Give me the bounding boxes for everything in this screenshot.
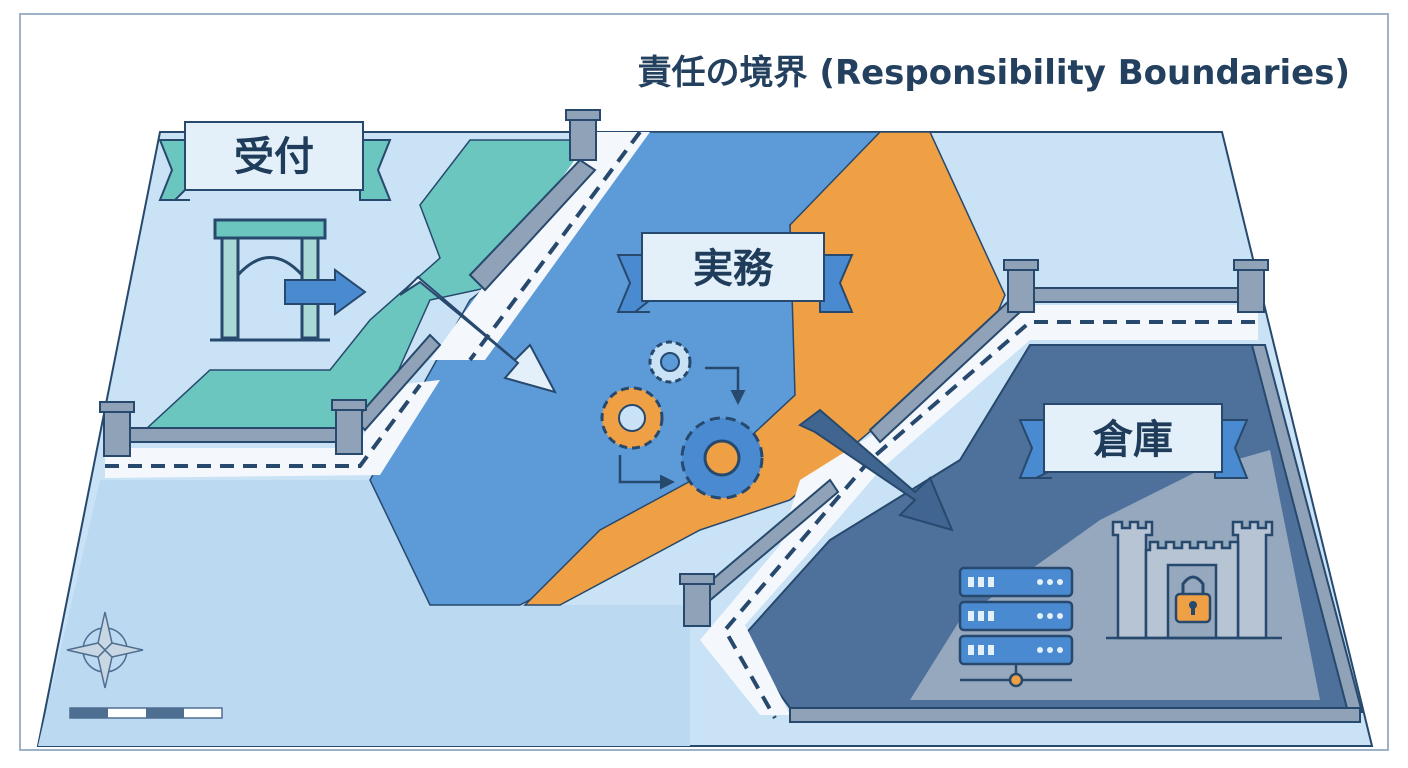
gear-icon — [600, 340, 764, 500]
warehouse-banner: 倉庫 — [1018, 403, 1249, 479]
flow-arrow-reception-to-operations — [399, 275, 557, 394]
watchtower-icon — [99, 109, 1269, 627]
server-rack-icon — [958, 566, 1074, 688]
road-lower-dashes — [722, 320, 1255, 719]
road-upper-dashes — [468, 130, 642, 362]
reception-walls — [114, 158, 597, 443]
padlock-icon — [1174, 575, 1212, 624]
castle-icon — [1106, 520, 1282, 640]
diagram-title: 責任の境界 (Responsibility Boundaries) — [638, 53, 1350, 93]
flow-arrow-operations-to-warehouse — [798, 408, 954, 532]
operations-label: 実務 — [693, 246, 774, 292]
operations-orange-band — [523, 131, 1006, 606]
map-lower-left-shade — [38, 480, 690, 746]
road-upper — [430, 132, 650, 360]
warehouse-walls — [698, 287, 1364, 723]
scale-bar-icon — [69, 707, 223, 719]
road-left-dashes — [105, 383, 422, 468]
reception-banner: 受付 — [158, 121, 392, 201]
arrow-right-icon — [284, 268, 367, 316]
warehouse-label: 倉庫 — [1092, 417, 1173, 463]
compass-rose-icon — [66, 611, 144, 689]
reception-label: 受付 — [234, 134, 314, 180]
operations-banner: 実務 — [616, 232, 854, 313]
